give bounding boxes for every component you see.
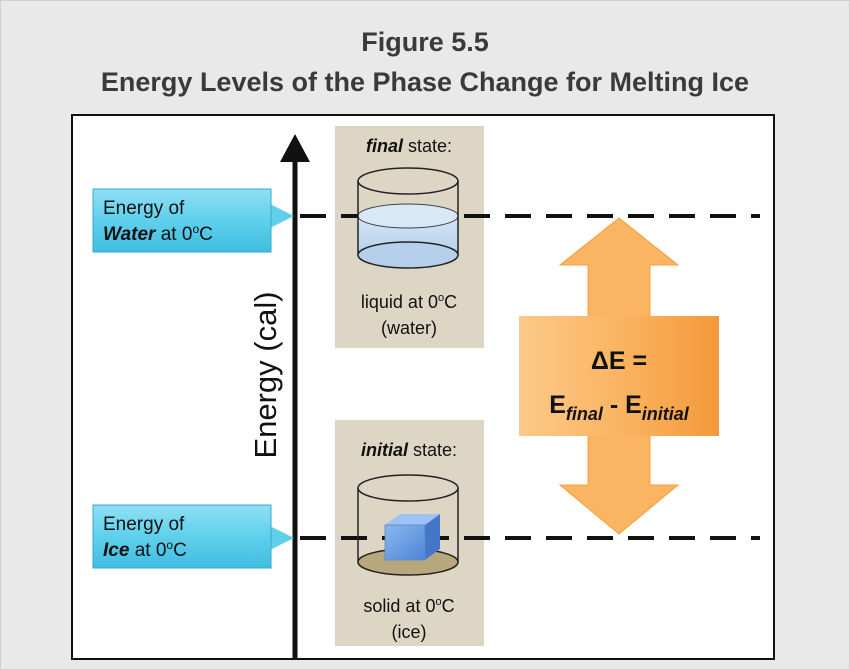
energy-axis-label: Energy (cal) <box>248 291 283 458</box>
final-state-caption-1: liquid at 0oC <box>361 292 457 312</box>
delta-e-line1: ΔE = <box>591 347 647 375</box>
final-state-heading: final state: <box>366 136 452 156</box>
initial-state-caption-1: solid at 0oC <box>363 596 454 616</box>
water-callout-line2: Water at 0oC <box>103 222 213 245</box>
figure-number: Figure 5.5 <box>361 27 489 57</box>
ice-energy-callout: Energy of Ice at 0oC <box>92 504 294 569</box>
water-beaker <box>357 167 459 269</box>
figure-title: Energy Levels of the Phase Change for Me… <box>100 67 750 97</box>
ice-beaker <box>357 474 459 576</box>
water-energy-callout: Energy of Water at 0oC <box>92 188 294 253</box>
energy-axis-arrowhead <box>280 134 310 162</box>
ice-callout-line1: Energy of <box>103 514 185 535</box>
delta-e-box <box>519 316 719 436</box>
delta-e-equation: Efinal - Einitial <box>549 391 690 424</box>
final-state-caption-2: (water) <box>381 318 437 338</box>
initial-state-caption-2: (ice) <box>392 622 427 642</box>
ice-callout-line2: Ice at 0oC <box>103 538 187 561</box>
water-callout-line1: Energy of <box>103 198 185 219</box>
initial-state-heading: initial state: <box>361 440 457 460</box>
